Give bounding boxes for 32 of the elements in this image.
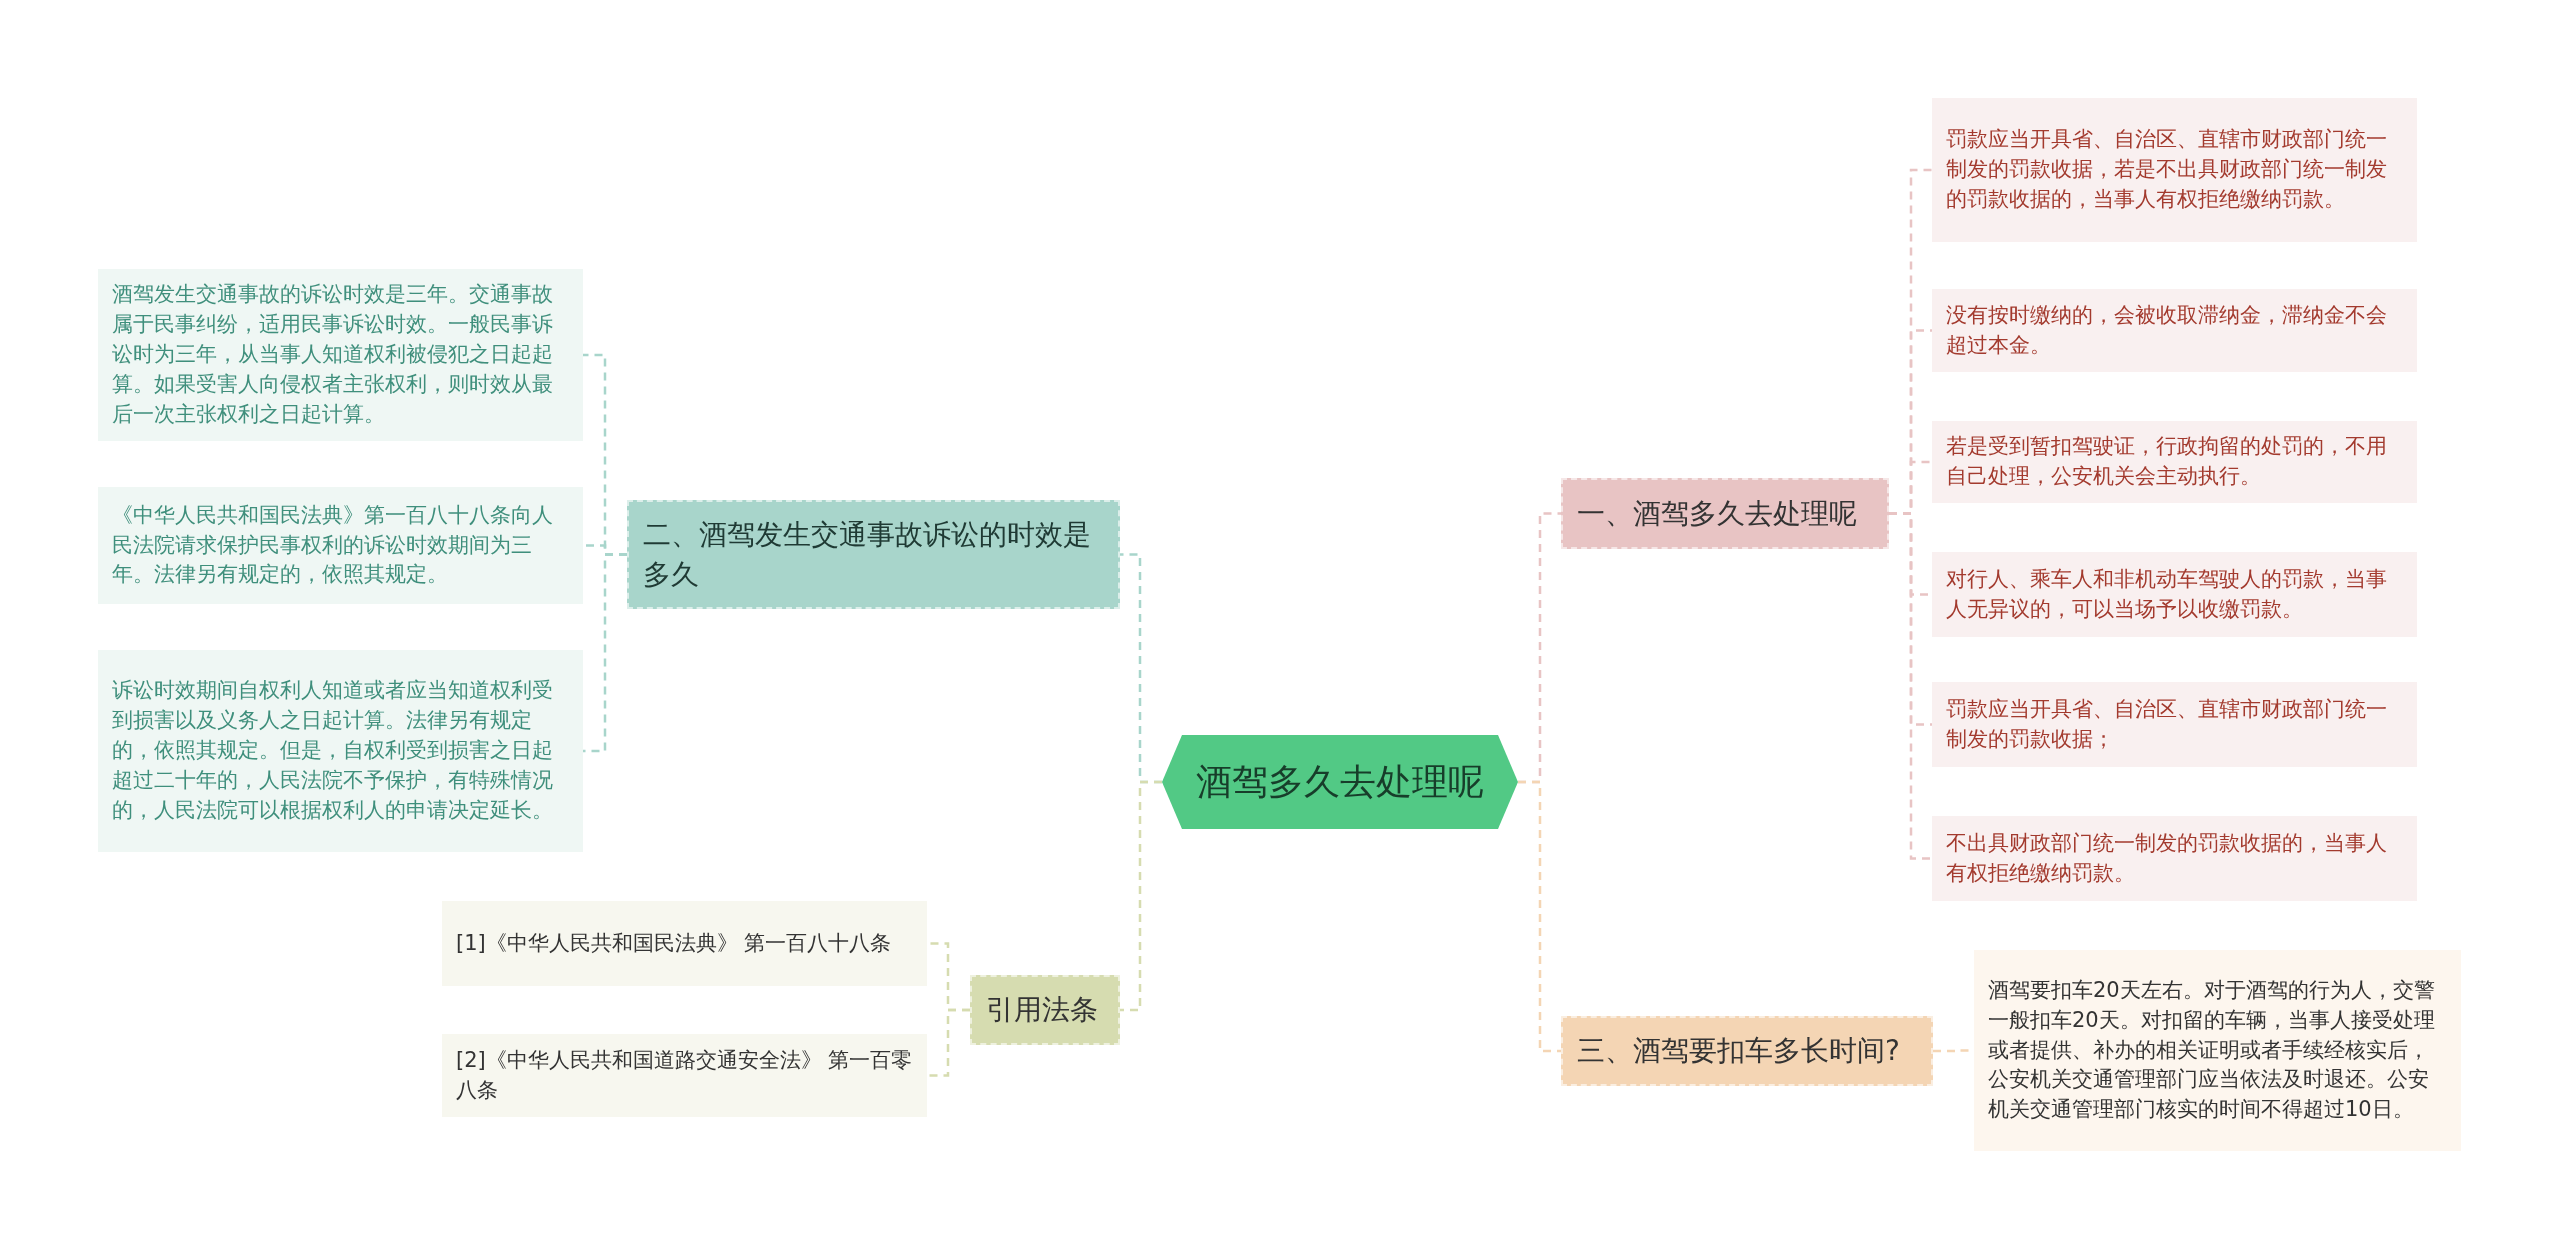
note-text: 罚款应当开具省、自治区、直辖市财政部门统一制发的罚款收据； bbox=[1946, 695, 2388, 753]
note-text: 酒驾发生交通事故的诉讼时效是三年。交通事故属于民事纠纷，适用民事诉讼时效。一般民事诉讼时为三年，从当事人知道权利被侵犯之日起起算。如果受害人向侵权者主张权利，则时效从最后一次主张权利之日起计算。 bbox=[112, 281, 554, 428]
connector-line bbox=[1120, 780, 1162, 1012]
note-text: 罚款应当开具省、自治区、直辖市财政部门统一制发的罚款收据，若是不出具财政部门统一制发的罚款收据的，当事人有权拒绝缴纳罚款。 bbox=[1946, 126, 2388, 213]
note-text: 对行人、乘车人和非机动车驾驶人的罚款，当事人无异议的，可以当场予以收缴罚款。 bbox=[1946, 565, 2388, 623]
note-text: 没有按时缴纳的，会被收取滞纳金，滞纳金不会超过本金。 bbox=[1946, 301, 2388, 359]
detail-card bbox=[1932, 98, 2417, 242]
topic-text: 二、酒驾发生交通事故诉讼的时效是多久 bbox=[643, 516, 1092, 593]
connector-line bbox=[1889, 512, 1932, 860]
detail-card bbox=[1932, 289, 2417, 372]
connector-line bbox=[1518, 780, 1561, 1053]
note-text: 诉讼时效期间自权利人知道或者应当知道权利受到损害以及义务人之日起计算。法律另有规定的，依照其规定。但是，自权利受到损害之日起超过二十年的，人民法院不予保护，有特殊情况的，人民法院可以根据权利人的申请决定延长。 bbox=[112, 677, 554, 824]
note-text: 若是受到暂扣驾驶证，行政拘留的处罚的，不用自己处理，公安机关会主动执行。 bbox=[1946, 433, 2388, 490]
topic-text: 一、酒驾多久去处理呢 bbox=[1577, 495, 1857, 532]
note-text: [1]《中华人民共和国民法典》 第一百八十八条 bbox=[456, 929, 892, 957]
detail-card bbox=[98, 269, 583, 441]
branch-topic bbox=[1561, 1016, 1933, 1086]
topic-text: 引用法条 bbox=[986, 992, 1098, 1029]
connector-line bbox=[927, 1008, 970, 1077]
connector-line bbox=[583, 553, 627, 753]
detail-card bbox=[98, 650, 583, 852]
topic-text: 三、酒驾要扣车多长时间? bbox=[1577, 1033, 1900, 1070]
note-text: 酒驾要扣车20天左右。对于酒驾的行为人，交警一般扣车20天。对扣留的车辆，当事人接受处理或者提供、补办的相关证明或者手续经核实后，公安机关交通管理部门应当依法及时退还。公安机关交通管理部门核实的时间不得超过10日。 bbox=[1988, 976, 2436, 1124]
branch-topic bbox=[627, 500, 1120, 609]
branch-topic bbox=[970, 975, 1120, 1045]
central-topic bbox=[1162, 735, 1518, 829]
note-text: [2]《中华人民共和国道路交通安全法》 第一百零八条 bbox=[456, 1046, 913, 1104]
topic-text: 酒驾多久去处理呢 bbox=[1196, 760, 1484, 805]
detail-card bbox=[1932, 682, 2417, 767]
note-text: 不出具财政部门统一制发的罚款收据的，当事人有权拒绝缴纳罚款。 bbox=[1946, 829, 2388, 887]
note-text: 《中华人民共和国民法典》第一百八十八条向人民法院请求保护民事权利的诉讼时效期间为三年。法律另有规定的，依照其规定。 bbox=[112, 501, 554, 589]
branch-topic bbox=[1561, 478, 1889, 549]
